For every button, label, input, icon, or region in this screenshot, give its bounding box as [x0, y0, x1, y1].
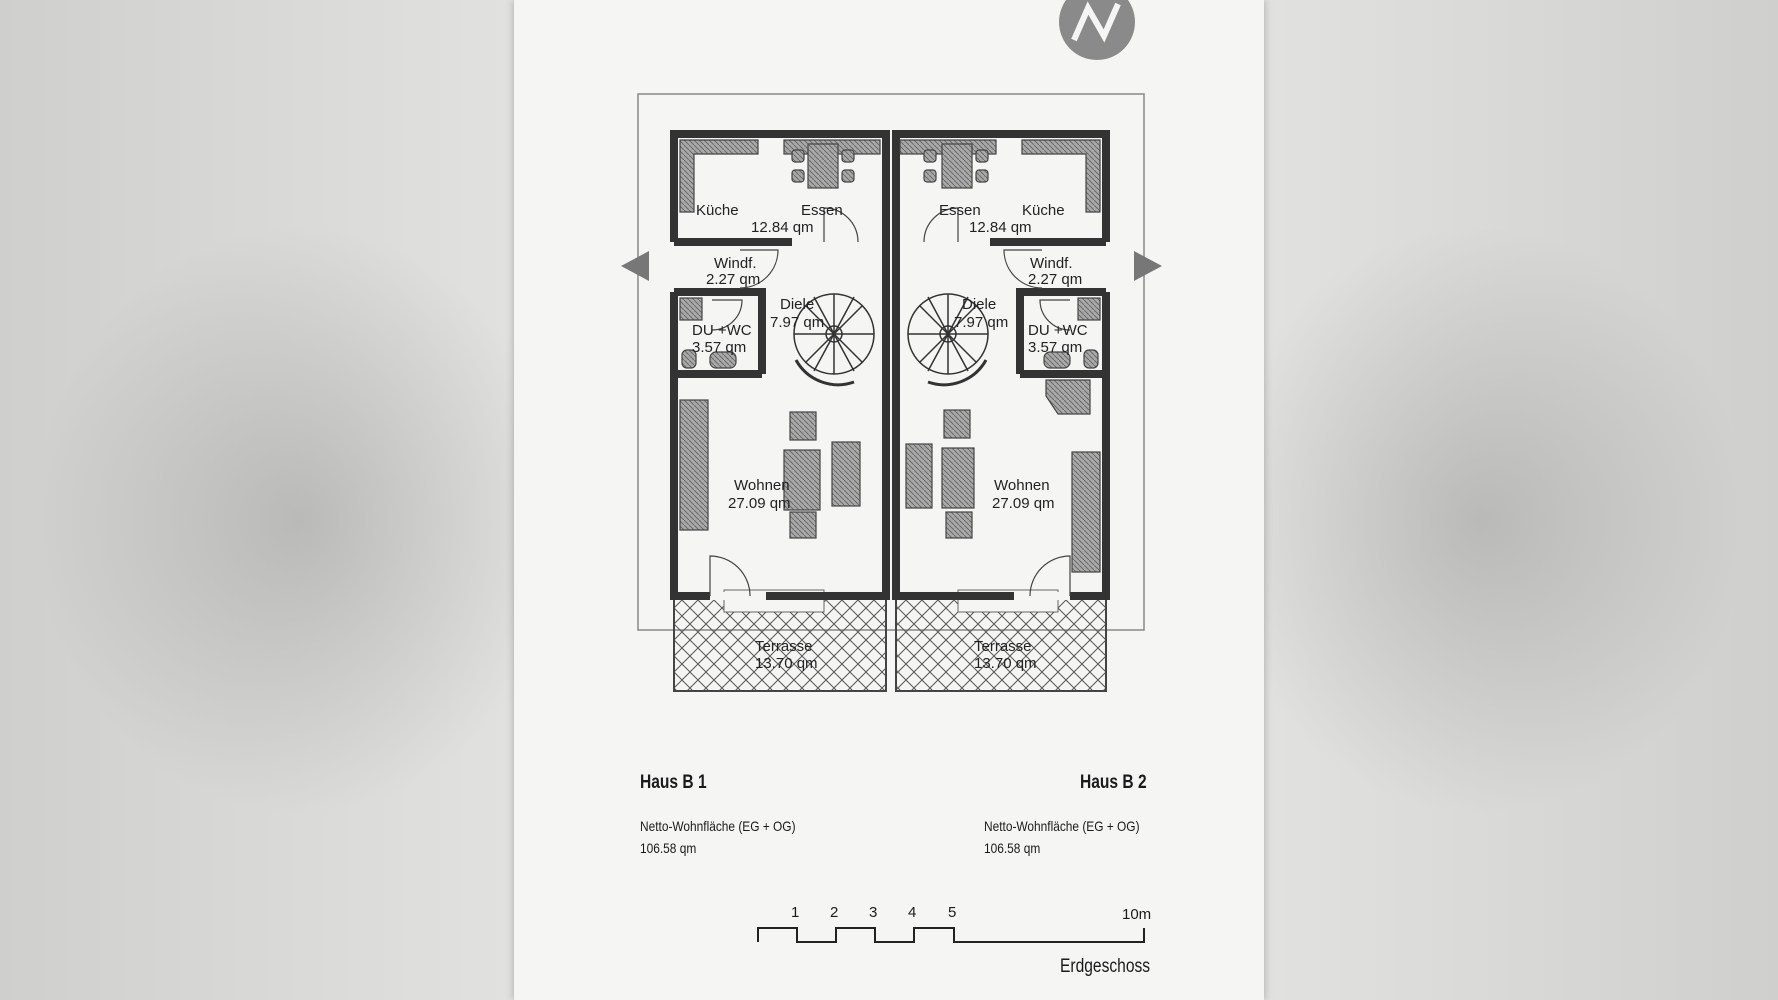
floor-plan-sheet: Küche Essen 12.84 qm Windf. 2.27 qm Diel… — [514, 0, 1264, 1000]
house-b2-title: Haus B 2 — [1080, 772, 1147, 793]
room-diele-b1-name: Diele — [780, 296, 815, 313]
room-terrasse-b2-area: 13.70 qm — [974, 655, 1037, 672]
spiral-stair-left — [793, 293, 875, 387]
entrance-arrow-left-icon — [621, 251, 649, 281]
room-windf-b2-area: 2.27 qm — [1028, 271, 1083, 288]
walls-house-b1 — [670, 130, 890, 600]
furniture-house-b2 — [899, 139, 1101, 573]
scale-tick-1: 1 — [791, 904, 800, 921]
scale-tick-4: 4 — [908, 904, 917, 921]
room-wohnen-b1-name: Wohnen — [734, 477, 790, 494]
scale-tick-2: 2 — [830, 904, 839, 921]
room-du-wc-b1-area: 3.57 qm — [692, 339, 747, 356]
house-b1-title: Haus B 1 — [640, 772, 707, 793]
scale-bar — [757, 927, 1145, 943]
room-kueche-b1-area: 12.84 qm — [751, 219, 814, 236]
north-arrow-icon — [1059, 0, 1135, 60]
scale-tick-5: 5 — [948, 904, 957, 921]
room-diele-b2-area: 7.97 qm — [954, 314, 1009, 331]
walls-house-b2 — [892, 130, 1110, 600]
site-outline — [637, 93, 1145, 631]
house-b1-area-label: Netto-Wohnfläche (EG + OG) — [640, 818, 796, 834]
room-windf-b2-name: Windf. — [1030, 255, 1073, 272]
room-terrasse-b2-name: Terrasse — [974, 638, 1032, 655]
room-terrasse-b1-area: 13.70 qm — [755, 655, 818, 672]
entrance-arrow-right-icon — [1134, 251, 1162, 281]
room-essen-b1-name: Essen — [801, 202, 843, 219]
room-du-wc-b1-name: DU +WC — [692, 322, 752, 339]
scale-tick-3: 3 — [869, 904, 878, 921]
room-wohnen-b2-area: 27.09 qm — [992, 495, 1055, 512]
house-b2-area-label: Netto-Wohnfläche (EG + OG) — [984, 818, 1140, 834]
room-diele-b1-area: 7.97 qm — [770, 314, 825, 331]
room-windf-b1-name: Windf. — [714, 255, 757, 272]
room-essen-b2-name: Essen — [939, 202, 981, 219]
room-kueche-b1-name: Küche — [696, 202, 739, 219]
room-diele-b2-name: Diele — [962, 296, 997, 313]
spiral-stair-right — [907, 293, 989, 387]
floor-plan-drawing — [621, 0, 1162, 943]
room-wohnen-b1-area: 27.09 qm — [728, 495, 791, 512]
room-du-wc-b2-area: 3.57 qm — [1028, 339, 1083, 356]
room-wohnen-b2-name: Wohnen — [994, 477, 1050, 494]
room-kueche-b2-name: Küche — [1022, 202, 1065, 219]
furniture-house-b1 — [679, 139, 881, 539]
room-windf-b1-area: 2.27 qm — [706, 271, 761, 288]
floor-title: Erdgeschoss — [1060, 956, 1151, 977]
scale-end-label: 10m — [1122, 906, 1152, 923]
room-terrasse-b1-name: Terrasse — [755, 638, 813, 655]
room-essen-b2-area: 12.84 qm — [969, 219, 1032, 236]
house-b2-area-value: 106.58 qm — [984, 840, 1041, 856]
room-du-wc-b2-name: DU +WC — [1028, 322, 1088, 339]
house-b1-area-value: 106.58 qm — [640, 840, 697, 856]
